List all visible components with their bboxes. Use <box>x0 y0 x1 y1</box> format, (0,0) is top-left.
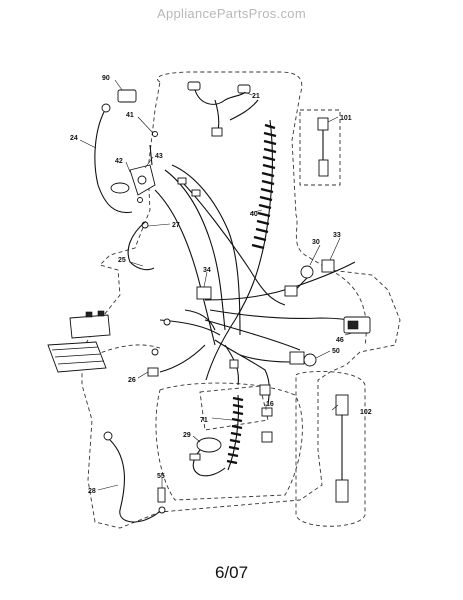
leader-lines <box>79 79 353 491</box>
callout-21: 21 <box>252 93 260 100</box>
fuse-holder-29 <box>189 437 226 477</box>
callout-26: 26 <box>128 377 136 384</box>
callout-42: 42 <box>115 158 123 165</box>
callout-43: 43 <box>155 153 163 160</box>
watermark: AppliancePartsPros.com <box>157 6 306 21</box>
callout-34: 34 <box>203 267 211 274</box>
callout-labels: 90 21 101 41 24 43 42 40 27 33 30 25 34 … <box>70 75 372 495</box>
diagram-date-code: 6/07 <box>214 563 249 582</box>
callout-71: 71 <box>200 417 208 424</box>
callout-90: 90 <box>102 75 110 82</box>
coil-lead <box>226 394 244 471</box>
main-wire-harness <box>154 99 361 406</box>
battery <box>47 310 111 373</box>
connector-34 <box>196 286 212 300</box>
ignition-switch-harness <box>187 81 251 137</box>
callout-24: 24 <box>70 135 78 142</box>
misc-connectors <box>147 177 273 443</box>
callout-29: 29 <box>183 432 191 439</box>
relay-101 <box>317 117 329 177</box>
callout-101: 101 <box>340 115 352 122</box>
callout-25: 25 <box>118 257 126 264</box>
switch-30-33 <box>284 259 335 297</box>
callout-55: 55 <box>157 473 165 480</box>
callout-41: 41 <box>126 112 134 119</box>
callout-102: 102 <box>360 409 372 416</box>
switch-50 <box>289 351 317 367</box>
callout-50: 50 <box>332 348 340 355</box>
callout-28: 28 <box>88 488 96 495</box>
callout-30: 30 <box>312 239 320 246</box>
callout-16: 16 <box>266 401 274 408</box>
ground-cable-28 <box>103 431 166 523</box>
callout-40: 40 <box>250 211 258 218</box>
harness-102 <box>335 394 349 503</box>
callout-46: 46 <box>336 337 344 344</box>
chassis-outline <box>81 71 401 529</box>
callout-33: 33 <box>333 232 341 239</box>
switch-46 <box>343 316 371 334</box>
callout-27: 27 <box>172 222 180 229</box>
solenoid-and-battery-cable <box>94 89 158 271</box>
